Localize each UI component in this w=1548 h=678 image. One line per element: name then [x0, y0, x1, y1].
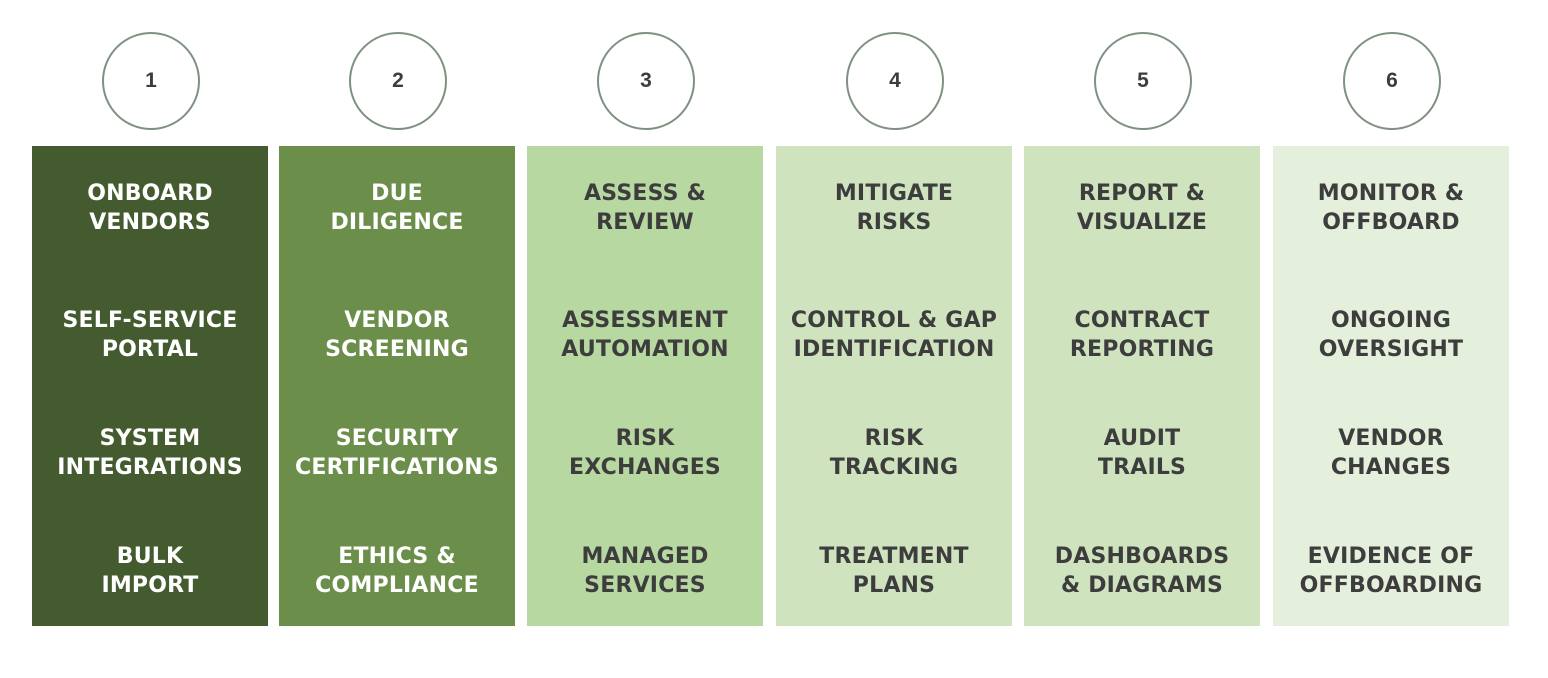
step-heading: MONITOR & OFFBOARD: [1317, 181, 1465, 235]
step-item: ONGOING OVERSIGHT: [1318, 308, 1464, 362]
step-item: AUDIT TRAILS: [1097, 426, 1187, 480]
step-heading: DUE DILIGENCE: [330, 181, 464, 235]
step-item: VENDOR CHANGES: [1330, 426, 1452, 480]
step-item: TREATMENT PLANS: [819, 544, 969, 598]
step-number-circle: 5: [1094, 32, 1192, 130]
step-item: EVIDENCE OF OFFBOARDING: [1299, 544, 1483, 598]
step-item: SELF-SERVICE PORTAL: [62, 308, 238, 362]
step-item: ASSESSMENT AUTOMATION: [561, 308, 729, 362]
step-number-circle: 3: [597, 32, 695, 130]
step-panel: DUE DILIGENCE VENDOR SCREENING SECURITY …: [279, 146, 515, 626]
step-panel: ONBOARD VENDORS SELF-SERVICE PORTAL SYST…: [32, 146, 268, 626]
step-heading: ASSESS & REVIEW: [584, 181, 706, 235]
step-item: VENDOR SCREENING: [325, 308, 469, 362]
step-2: 2 DUE DILIGENCE VENDOR SCREENING SECURIT…: [279, 0, 515, 630]
step-panel: MONITOR & OFFBOARD ONGOING OVERSIGHT VEN…: [1273, 146, 1509, 626]
step-heading: MITIGATE RISKS: [834, 181, 954, 235]
step-1: 1 ONBOARD VENDORS SELF-SERVICE PORTAL SY…: [32, 0, 268, 630]
step-item: MANAGED SERVICES: [581, 544, 709, 598]
step-number-circle: 6: [1343, 32, 1441, 130]
step-item: CONTROL & GAP IDENTIFICATION: [790, 308, 998, 362]
step-item: CONTRACT REPORTING: [1069, 308, 1215, 362]
step-item: RISK TRACKING: [829, 426, 959, 480]
step-heading: ONBOARD VENDORS: [87, 181, 213, 235]
step-number-circle: 2: [349, 32, 447, 130]
step-panel: ASSESS & REVIEW ASSESSMENT AUTOMATION RI…: [527, 146, 763, 626]
step-panel: REPORT & VISUALIZE CONTRACT REPORTING AU…: [1024, 146, 1260, 626]
step-panel: MITIGATE RISKS CONTROL & GAP IDENTIFICAT…: [776, 146, 1012, 626]
step-item: SECURITY CERTIFICATIONS: [295, 426, 499, 480]
step-item: ETHICS & COMPLIANCE: [315, 544, 479, 598]
step-number-circle: 1: [102, 32, 200, 130]
step-item: DASHBOARDS & DIAGRAMS: [1054, 544, 1230, 598]
step-number-circle: 4: [846, 32, 944, 130]
step-item: SYSTEM INTEGRATIONS: [57, 426, 243, 480]
step-6: 6 MONITOR & OFFBOARD ONGOING OVERSIGHT V…: [1273, 0, 1509, 630]
step-5: 5 REPORT & VISUALIZE CONTRACT REPORTING …: [1024, 0, 1260, 630]
step-3: 3 ASSESS & REVIEW ASSESSMENT AUTOMATION …: [527, 0, 763, 630]
step-4: 4 MITIGATE RISKS CONTROL & GAP IDENTIFIC…: [776, 0, 1012, 630]
step-item: RISK EXCHANGES: [569, 426, 721, 480]
step-heading: REPORT & VISUALIZE: [1076, 181, 1208, 235]
step-item: BULK IMPORT: [101, 544, 199, 598]
